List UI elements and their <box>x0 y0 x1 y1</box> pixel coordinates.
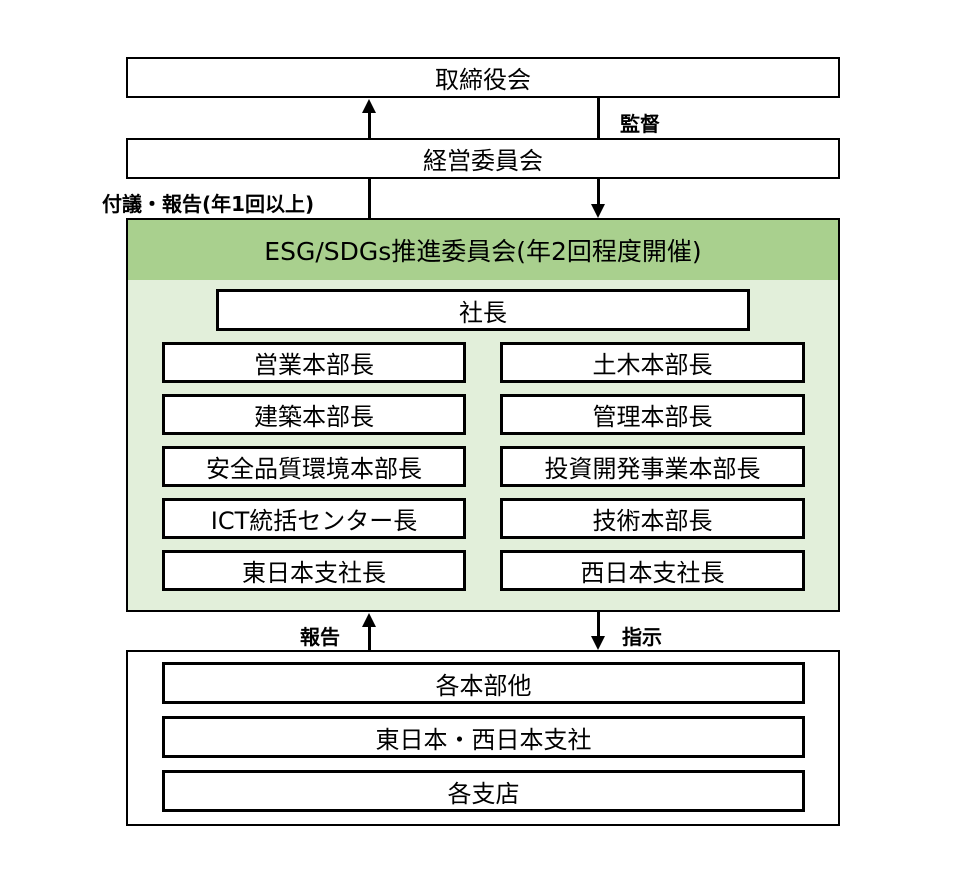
instruction-down-line <box>597 179 600 205</box>
arrow-up-icon <box>362 99 376 113</box>
instruction-line-bottom <box>597 612 600 637</box>
report-label: 報告 <box>300 625 340 649</box>
unit-box: 各支店 <box>162 770 805 812</box>
unit-box: 東日本・西日本支社 <box>162 716 805 758</box>
management-committee-box: 経営委員会 <box>126 138 840 179</box>
arrow-down-icon <box>591 204 605 218</box>
report-line <box>368 179 371 218</box>
report-up-label: 付議・報告(年1回以上) <box>102 192 315 216</box>
board-box: 取締役会 <box>126 57 840 98</box>
instruction-label: 指示 <box>622 625 662 649</box>
president-box: 社長 <box>216 289 750 331</box>
member-box: 東日本支社長 <box>162 550 466 591</box>
member-box: 営業本部長 <box>162 342 466 383</box>
esg-committee-title: ESG/SDGs推進委員会(年2回程度開催) <box>128 220 838 280</box>
supervision-line <box>597 98 600 138</box>
member-box: 投資開発事業本部長 <box>500 446 805 487</box>
arrow-down-icon <box>591 636 605 650</box>
report-arrow-line <box>368 110 371 138</box>
member-box: 安全品質環境本部長 <box>162 446 466 487</box>
member-box: 西日本支社長 <box>500 550 805 591</box>
report-line-bottom <box>368 626 371 651</box>
supervision-label: 監督 <box>620 112 660 136</box>
arrow-up-icon <box>362 613 376 627</box>
member-box: 技術本部長 <box>500 498 805 539</box>
member-box: ICT統括センター長 <box>162 498 466 539</box>
unit-box: 各本部他 <box>162 662 805 704</box>
member-box: 建築本部長 <box>162 394 466 435</box>
member-box: 土木本部長 <box>500 342 805 383</box>
member-box: 管理本部長 <box>500 394 805 435</box>
